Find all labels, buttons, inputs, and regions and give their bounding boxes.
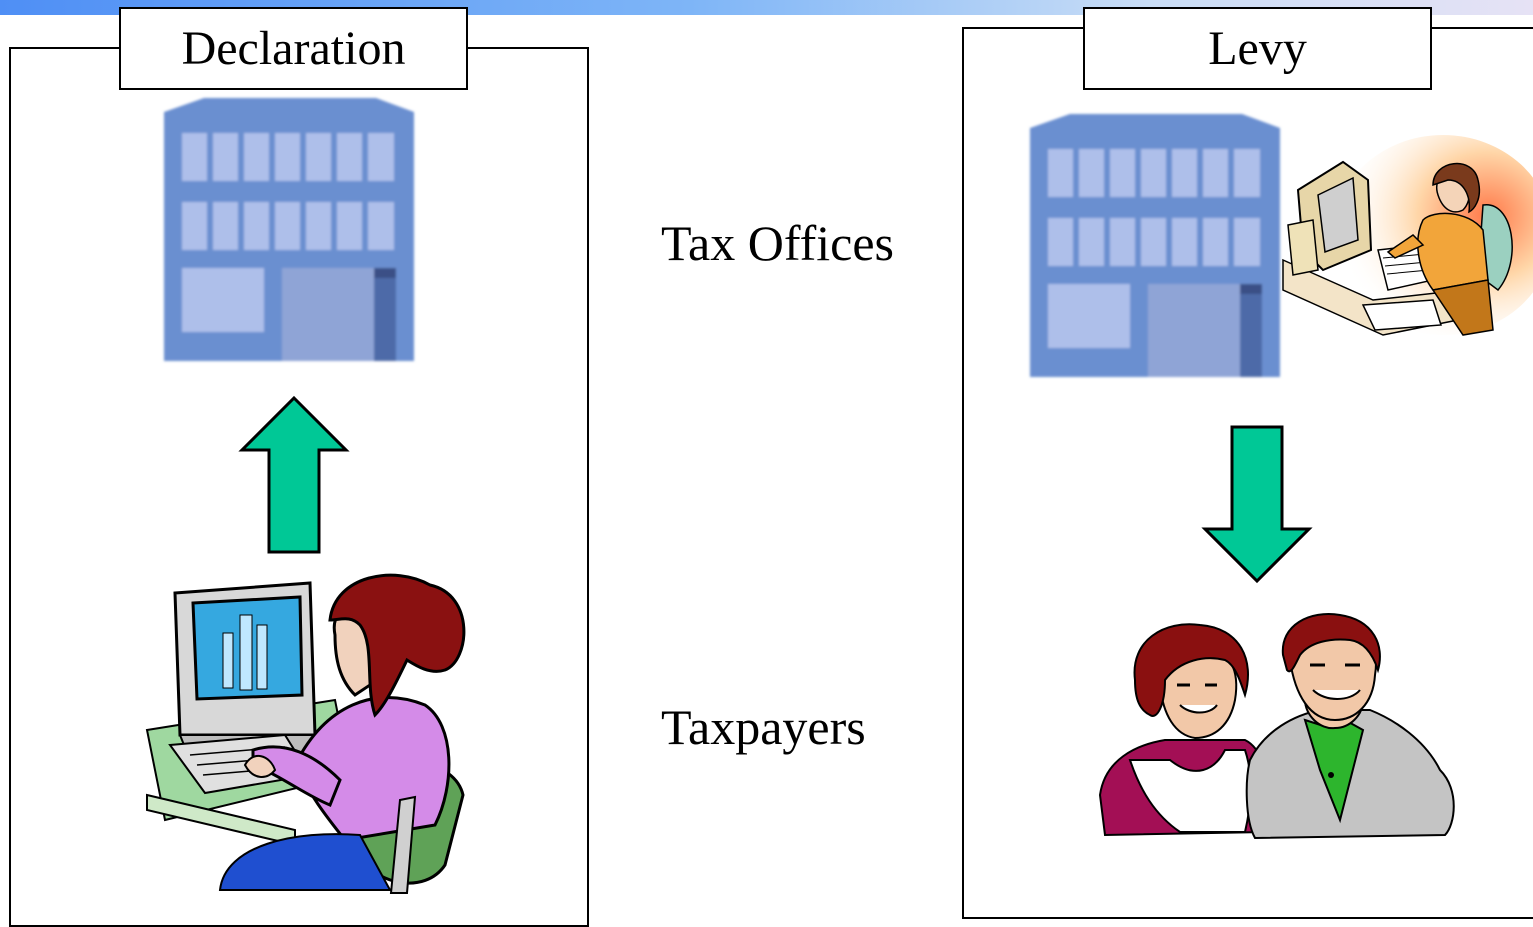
office-building-icon <box>164 98 414 361</box>
arrow-up-icon <box>238 395 350 554</box>
arrow-down-icon <box>1201 425 1313 584</box>
woman-at-computer-icon <box>145 573 466 894</box>
taxpayers-label: Taxpayers <box>661 699 866 755</box>
clerk-at-computer-icon <box>1282 135 1533 336</box>
office-building-icon <box>1030 114 1280 377</box>
tax-offices-label: Tax Offices <box>661 215 894 271</box>
declaration-title: Declaration <box>119 7 468 90</box>
levy-title: Levy <box>1083 7 1432 90</box>
taxpayer-couple-icon <box>1098 613 1455 840</box>
